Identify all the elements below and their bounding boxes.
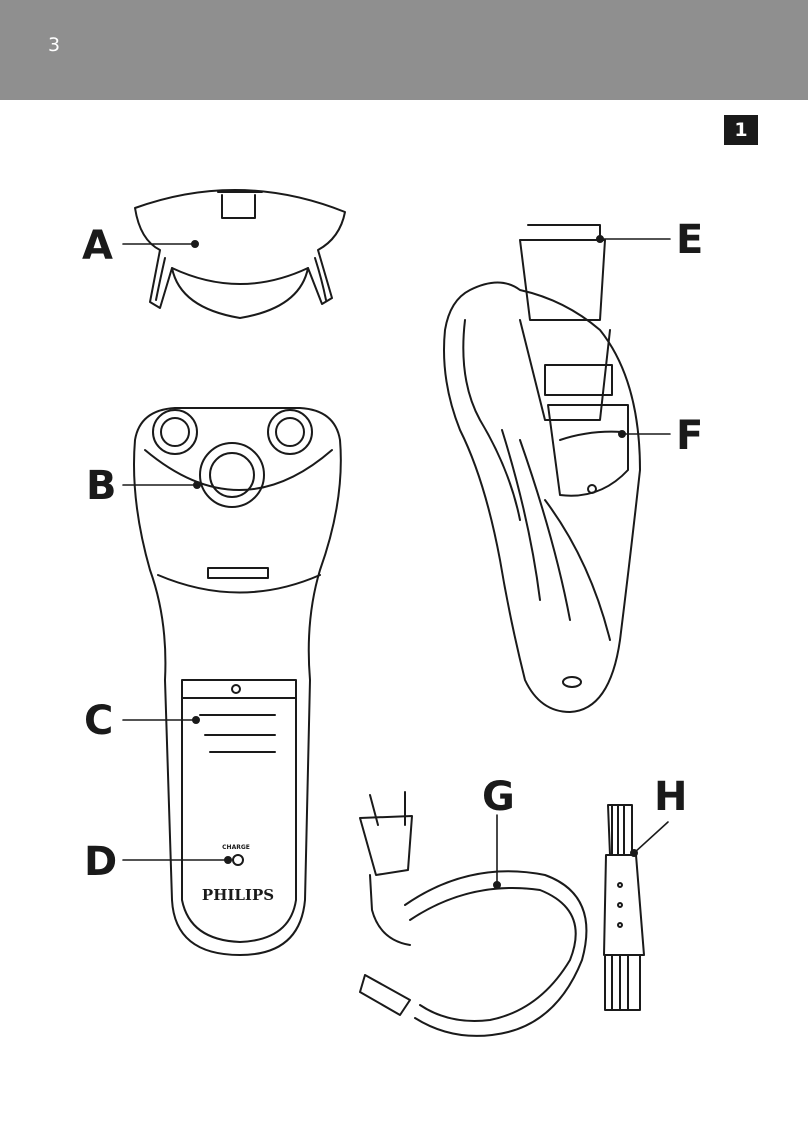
protection-cap-drawing [135,190,345,318]
label-e: E [676,220,703,260]
label-h: H [654,777,687,817]
power-cord-drawing [360,792,586,1036]
cleaning-brush-drawing [604,805,644,1010]
shaver-front-drawing: CHARGE PHILIPS [134,408,341,955]
leader-lines [123,239,670,885]
label-a: A [82,226,113,266]
label-g: G [482,777,515,817]
label-d: D [84,842,117,882]
label-b: B [86,466,117,506]
label-c: C [84,701,113,741]
label-f: F [676,416,703,456]
shaver-side-drawing [444,225,640,712]
charge-indicator-text: CHARGE [222,844,250,851]
brand-logo-text: PHILIPS [202,886,274,904]
